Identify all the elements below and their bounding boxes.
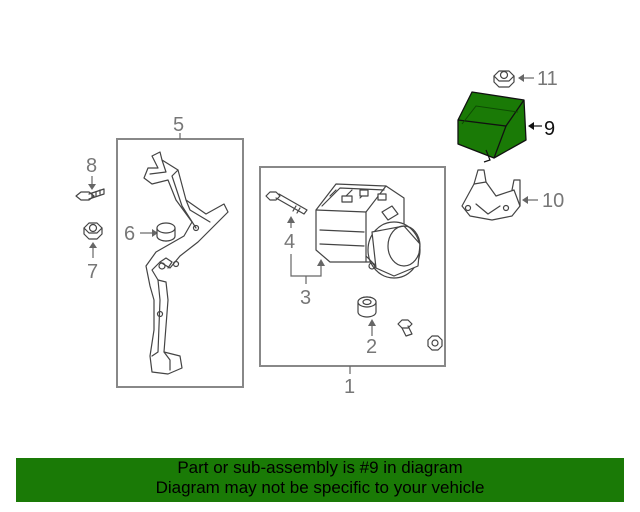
screw-small[interactable] xyxy=(397,319,413,337)
callout-1[interactable]: 1 xyxy=(344,376,355,398)
callout-5[interactable]: 5 xyxy=(173,114,184,136)
plug-small[interactable] xyxy=(427,335,443,351)
grommet-part-6[interactable] xyxy=(156,222,176,242)
damper-part-2[interactable] xyxy=(357,296,377,318)
bolt-part-8[interactable] xyxy=(75,188,105,201)
callout-7[interactable]: 7 xyxy=(87,261,98,283)
nut-part-7[interactable] xyxy=(83,222,103,240)
info-banner: Part or sub-assembly is #9 in diagram Di… xyxy=(16,458,624,502)
banner-line-2: Diagram may not be specific to your vehi… xyxy=(155,478,485,497)
nut-part-11[interactable] xyxy=(493,70,515,88)
callout-6[interactable]: 6 xyxy=(124,223,135,245)
callout-2[interactable]: 2 xyxy=(366,336,377,358)
abs-unit-part-1[interactable] xyxy=(315,183,421,279)
callout-3[interactable]: 3 xyxy=(300,287,311,309)
yaw-sensor-part-9[interactable] xyxy=(457,91,527,163)
callout-10[interactable]: 10 xyxy=(542,190,564,212)
callout-8[interactable]: 8 xyxy=(86,155,97,177)
callout-11[interactable]: 11 xyxy=(537,68,558,90)
sensor-bracket-part-10[interactable] xyxy=(461,169,521,221)
banner-line-1: Part or sub-assembly is #9 in diagram xyxy=(177,458,463,477)
callout-9[interactable]: 9 xyxy=(544,118,555,140)
bracket-part-5[interactable] xyxy=(143,151,229,375)
abs-unit-group-box xyxy=(259,166,446,367)
bolt-part-4[interactable] xyxy=(265,191,308,215)
callout-4[interactable]: 4 xyxy=(284,231,295,253)
